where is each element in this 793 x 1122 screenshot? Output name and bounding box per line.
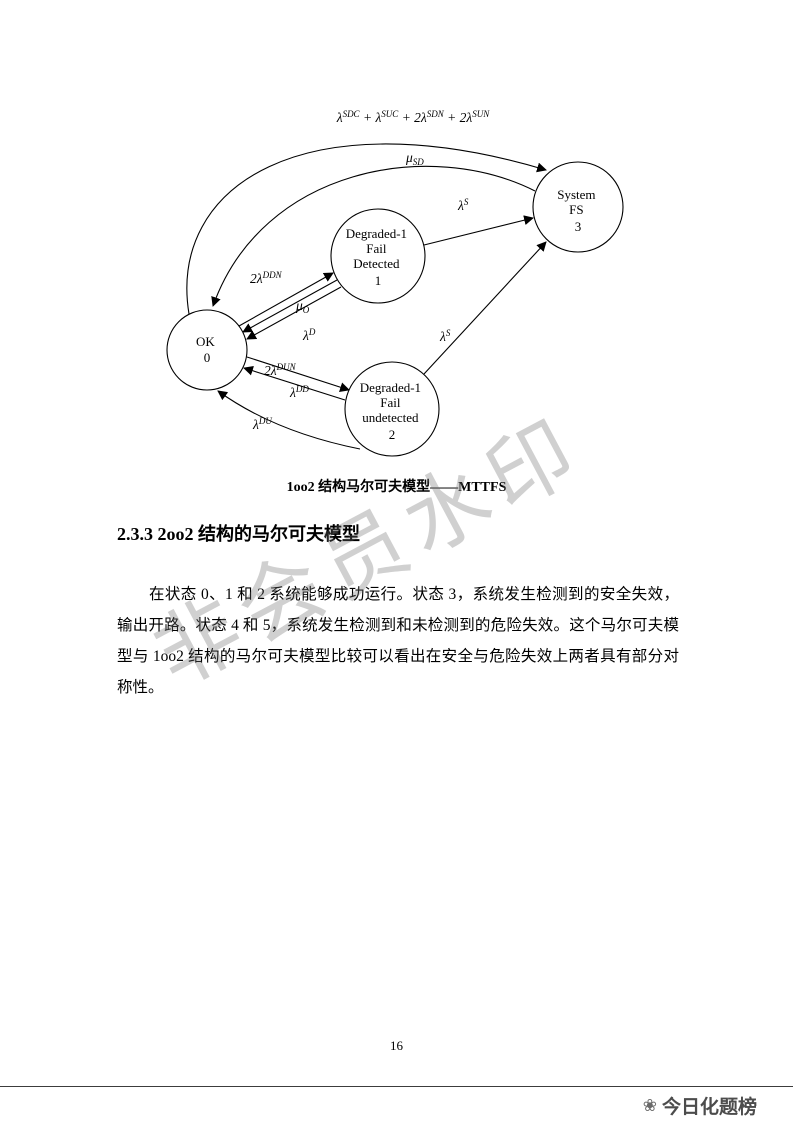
transition-label-lambda-d: λD xyxy=(302,327,316,343)
state-label-system-fs: System FS 3 xyxy=(557,187,599,234)
state-node-degraded-undetected xyxy=(344,361,440,457)
transition-arrow-d1-to-fs xyxy=(423,215,534,246)
transition-label-repair-mu-o: μO xyxy=(295,298,310,315)
state-node-system-fs xyxy=(532,161,624,253)
page-number: 16 xyxy=(390,1038,403,1053)
state-label-degraded-undetected: Degraded-1 Fail undetected 2 xyxy=(360,380,425,442)
transition-label-fs-to-ok: μSD xyxy=(405,150,424,167)
flower-icon: ❀ xyxy=(642,1095,657,1115)
state-node-degraded-detected xyxy=(330,208,426,304)
transition-label-d1-to-fs: λS xyxy=(457,197,469,213)
transition-arrow-ok-to-fs xyxy=(186,143,547,315)
transition-arrow-ok-to-d2 xyxy=(246,356,350,392)
transition-arrow-d2-to-fs xyxy=(423,241,547,375)
transition-arrow-d1-to-ok-repair xyxy=(242,279,338,333)
transition-arrow-fs-to-ok xyxy=(211,165,536,307)
transition-label-ok-to-fs: λSDC + λSUC + 2λSDN + 2λSUN xyxy=(336,109,491,125)
section-heading: 2.3.3 2oo2 结构的马尔可夫模型 xyxy=(117,524,360,544)
transition-label-ok-to-d2: 2λDUN xyxy=(264,362,297,378)
figure-caption: 1oo2 结构马尔可夫模型——MTTFS xyxy=(286,480,507,495)
footer-brand: ❀ 今日化题榜 xyxy=(643,1092,757,1119)
transition-arrow-ok-to-d1 xyxy=(238,272,334,327)
transition-label-lambda-du: λDU xyxy=(252,416,272,432)
footer-divider xyxy=(0,1086,793,1087)
transition-arrow-d2-to-ok-lambda-dd xyxy=(243,365,346,401)
transition-label-d2-to-fs: λS xyxy=(439,328,451,344)
transition-label-lambda-dd: λDD xyxy=(289,384,309,400)
state-label-ok: OK 0 xyxy=(196,334,218,365)
state-label-degraded-detected: Degraded-1 Fail Detected 1 xyxy=(346,226,411,288)
transition-arrow-d1-to-ok-lambda-d xyxy=(246,286,342,340)
state-node-ok xyxy=(166,309,248,391)
markov-diagram: OK 0 Degraded-1 Fail Detected 1 Degraded… xyxy=(166,109,624,457)
footer-brand-label: 今日化题榜 xyxy=(661,1097,757,1118)
body-paragraph: 在状态 0、1 和 2 系统能够成功运行。状态 3，系统发生检测到的安全失效，输… xyxy=(117,586,679,696)
transition-label-ok-to-d1: 2λDDN xyxy=(250,270,283,286)
transition-arrow-d2-to-ok-lambda-du xyxy=(217,390,361,450)
